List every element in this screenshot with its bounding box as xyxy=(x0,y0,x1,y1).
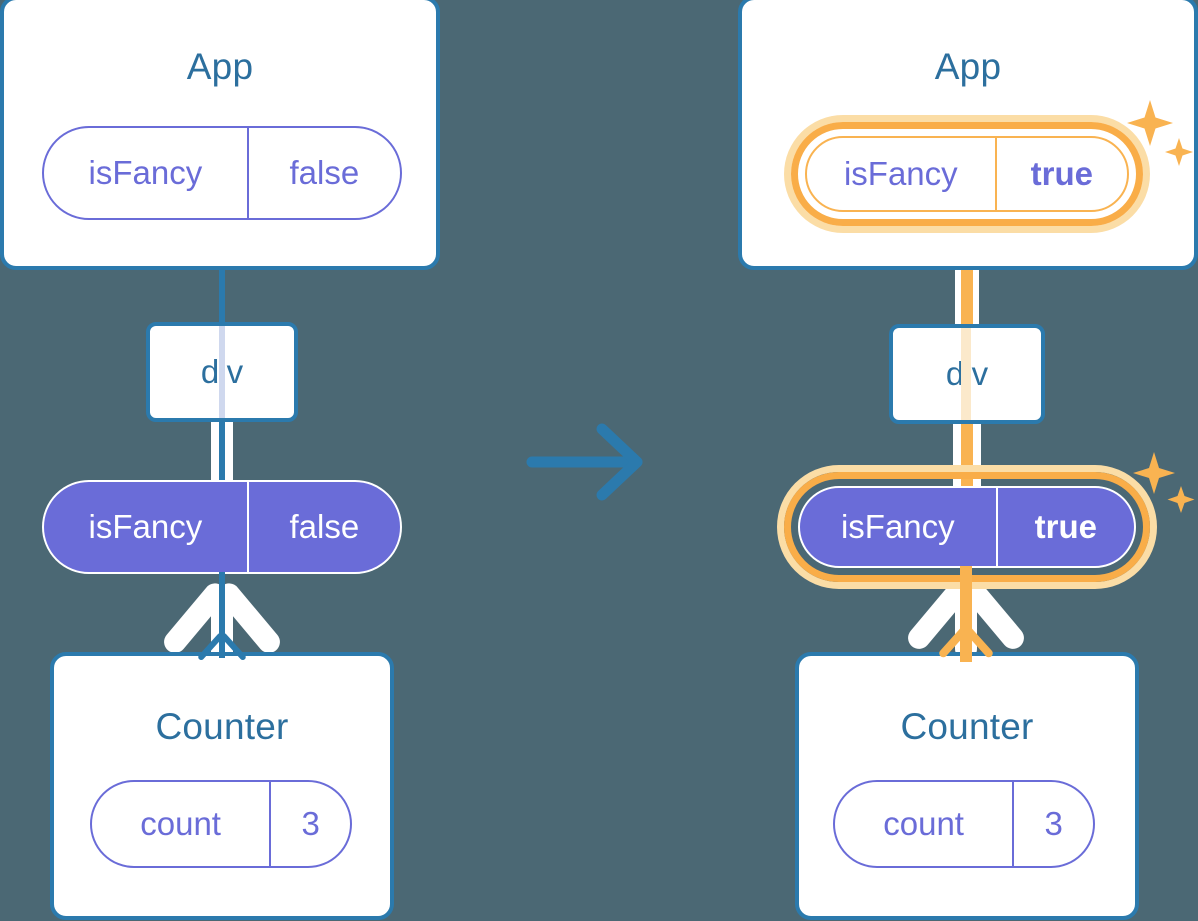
app-card-title-before: App xyxy=(186,46,254,87)
state-pill-isfancy-before: isFancy false xyxy=(42,126,402,220)
counter-pill-count-after: count 3 xyxy=(833,780,1095,868)
state-pill-isfancy-after: isFancy true xyxy=(805,136,1129,212)
counter-pill-value-before: 3 xyxy=(269,782,350,866)
state-pill-key-before: isFancy xyxy=(88,154,203,191)
counter-card-title-after: Counter xyxy=(900,706,1034,747)
connector-div-to-pill-before xyxy=(219,414,225,494)
prop-pill-key-after: isFancy xyxy=(840,508,955,545)
sparkle-icon-app-after xyxy=(1124,96,1198,176)
connector-pill-to-counter-before xyxy=(219,572,225,658)
counter-pill-key-before: count xyxy=(140,805,221,842)
prop-pill-isfancy-before: isFancy false xyxy=(42,480,402,574)
counter-pill-value-after: 3 xyxy=(1012,782,1093,866)
state-pill-key-after: isFancy xyxy=(843,155,958,192)
counter-pill-count-before: count 3 xyxy=(90,780,352,868)
state-pill-value-after: true xyxy=(994,138,1127,210)
app-card-title-after: App xyxy=(934,46,1002,87)
arrow-right-icon xyxy=(526,423,643,501)
transition-arrow xyxy=(520,415,660,510)
state-pill-value-before: false xyxy=(246,128,400,218)
prop-pill-key-before: isFancy xyxy=(88,508,203,545)
counter-pill-key-after: count xyxy=(883,805,964,842)
sparkle-icon xyxy=(1133,452,1195,513)
prop-pill-isfancy-after: isFancy true xyxy=(798,486,1136,568)
sparkle-icon xyxy=(1127,100,1193,166)
connector-inside-div-before xyxy=(219,326,225,418)
connector-inside-div-after xyxy=(961,328,971,420)
sparkle-icon-prop-after xyxy=(1130,448,1198,524)
prop-pill-value-after: true xyxy=(995,488,1134,566)
counter-card-title-before: Counter xyxy=(155,706,289,747)
connector-app-to-div-before xyxy=(219,218,225,328)
connector-pill-to-counter-after xyxy=(960,566,972,662)
prop-pill-value-before: false xyxy=(246,482,400,572)
connector-div-to-pill-after xyxy=(961,416,973,494)
